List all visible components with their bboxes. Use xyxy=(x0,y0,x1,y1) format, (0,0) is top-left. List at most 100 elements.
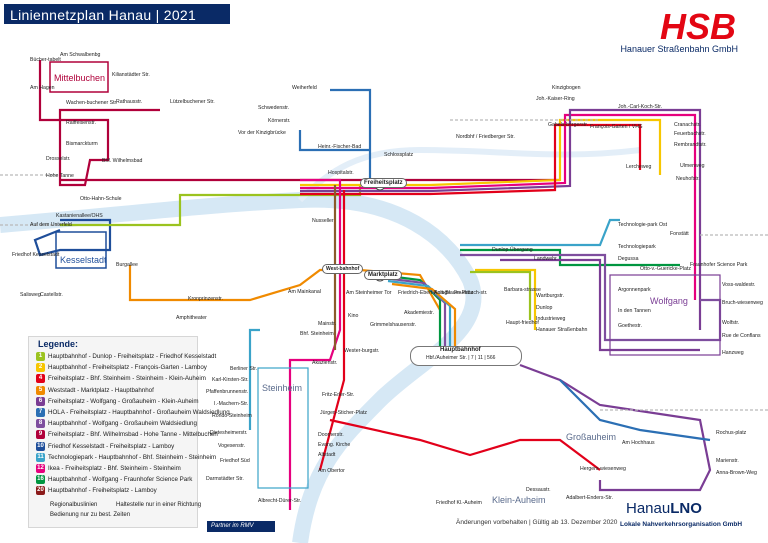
station-dietesheimer: Dietesheimerstr. xyxy=(210,430,248,436)
station-nordbhf: Nordbhf / Friedberger Str. xyxy=(456,134,515,140)
legend-row-text: Hauptbahnhof - Freiheitsplatz - François… xyxy=(48,364,207,372)
area-label-kleinauheim: Klein-Auheim xyxy=(492,495,546,505)
station-salisweg: Salisweg xyxy=(20,292,41,298)
legend-row-text: Friedhof Kesselstadt - Freiheitsplatz - … xyxy=(48,442,175,450)
line-badge: 2 xyxy=(36,363,45,373)
hub-hauptbahnhof: Hauptbahnhof xyxy=(440,347,481,353)
legend-row-text: Hauptbahnhof - Wolfgang - Fraunhofer Sci… xyxy=(48,476,193,484)
line-1-east xyxy=(470,270,532,320)
station-dunlopueb: Dunlop Übergang xyxy=(492,247,533,253)
line-4-kl xyxy=(329,418,601,471)
station-dunlop: Dunlop xyxy=(536,305,553,311)
station-marienstr: Marienstr. xyxy=(716,458,739,464)
station-friedhofk: Friedhof Kesselstadt xyxy=(12,252,60,258)
station-imachern: I.-Machern-Str. xyxy=(214,401,249,407)
hub-freiheitsplatz: Freiheitsplatz xyxy=(360,178,407,188)
station-pfaffenbrunnen: Pfaffenbrunnenstr. xyxy=(206,389,249,395)
area-label-kesselstadt: Kesselstadt xyxy=(60,255,107,265)
legend-row-text: Ikea - Freiheitsplatz - Bhf. Steinheim -… xyxy=(48,465,181,473)
station-ulmenweg: Ulmenweg xyxy=(680,163,705,169)
legend-row-text: Freiheitsplatz - Bhf. Wilhelmsbad - Hohe… xyxy=(48,431,218,439)
station-hanzweg: Hanzweg xyxy=(722,350,744,356)
line-badge: 11 xyxy=(36,452,45,462)
station-adalbert: Adalbert-Enders-Str. xyxy=(566,495,613,501)
station-ruede: Rue de Conflans xyxy=(722,333,761,339)
station-amobertor: Am Obertor xyxy=(318,468,345,474)
legend-row-text: Freiheitsplatz - Bhf. Steinheim - Steinh… xyxy=(48,375,206,383)
station-ammainkanal: Am Mainkanal xyxy=(288,289,321,295)
line-6-south xyxy=(519,363,712,492)
area-label-wolfgang: Wolfgang xyxy=(650,296,688,306)
legend-row-text: Freiheitsplatz - Wolfgang - Großauheim -… xyxy=(48,397,199,405)
rmv-partner-logo: Partner im RMV xyxy=(207,521,275,532)
line-4-south xyxy=(318,190,346,471)
regional-lines xyxy=(0,119,768,411)
legend-panel xyxy=(28,336,198,528)
line-7 xyxy=(330,88,372,180)
trunk-purple xyxy=(300,108,702,330)
hub-marktplatz: Marktplatz xyxy=(364,270,402,280)
station-rembrandt: Rembrandtstr. xyxy=(674,142,707,148)
station-akaziestr: Akazienstr. xyxy=(312,360,338,366)
validity-note: Änderungen vorbehalten | Gültig ab 13. D… xyxy=(456,519,618,526)
river-kinzig xyxy=(297,146,641,203)
station-heinrich: Heinr.-Fischer-Bad xyxy=(318,144,362,150)
line-badge: 4 xyxy=(36,374,45,384)
line-badge: 12 xyxy=(36,464,45,473)
map-title: Liniennetzplan Hanau | 2021 xyxy=(10,7,197,23)
station-aufdem: Auf dem Unterfeld xyxy=(30,222,72,228)
station-altstadt: Altstadt xyxy=(318,452,336,458)
station-evkirche: Evang. Kirche xyxy=(318,442,351,448)
station-albrecht: Albrecht-Dürer-Str. xyxy=(258,498,302,504)
legend-row-text: HOLA - Freiheitsplatz - Hauptbahnhof - G… xyxy=(48,409,230,417)
station-bismarck: Bismarckturm xyxy=(66,141,98,147)
station-gabels: Gabels-bergerstr. xyxy=(548,122,589,128)
area-label-steinheim: Steinheim xyxy=(262,383,303,393)
station-castellstr: Castellstr. xyxy=(40,292,63,298)
hsb-subtitle: Hanauer Straßenbahn GmbH xyxy=(620,44,738,54)
station-berliner: Berliner Str. xyxy=(230,366,258,372)
station-luetzel: Lützelbuchener Str. xyxy=(170,99,215,105)
station-burgallee: Burgallee xyxy=(116,262,138,268)
line-badge: 8 xyxy=(36,419,45,429)
station-friedrichebert: Friedrich-Ebert-Anlage xyxy=(398,290,451,296)
station-hospitalstr: Hospitalstr. xyxy=(328,170,354,176)
station-kinzigbogen: Kinzigbogen xyxy=(552,85,581,91)
area-label-grossauheim: Großauheim xyxy=(566,432,617,442)
station-indentannen: In den Tannen xyxy=(618,308,651,314)
station-vorderkinzig: Vor der Kinzigbrücke xyxy=(238,130,286,136)
legend-service-note: Bedienung nur zu best. Zeiten xyxy=(50,512,131,518)
station-nusseller: Nusseller xyxy=(312,218,334,224)
station-kino: Kino xyxy=(348,313,359,319)
line-badge: 1 xyxy=(36,352,45,361)
area-mittelbuchen xyxy=(49,61,109,93)
station-steinheimbhf: Bhf. Steinheim xyxy=(300,331,334,337)
station-industrieweg: Industrieweg xyxy=(536,316,566,322)
legend-row-text: Hauptbahnhof - Wolfgang - Großauheim Wal… xyxy=(48,420,197,428)
station-mainstr: Mainstr. xyxy=(318,321,337,327)
legend-title: Legende: xyxy=(38,339,79,349)
station-kastanien: Kastanienallee/OHS xyxy=(56,213,103,219)
station-schlossplatz: Schlossplatz xyxy=(384,152,414,158)
station-rondo: Rondo Steinheim xyxy=(212,413,252,419)
station-argonner: Argonnenpark xyxy=(618,287,651,293)
area-kesselstadt xyxy=(55,231,107,269)
station-feuerbach: Feuerbachstr. xyxy=(674,131,706,137)
line-8 xyxy=(460,253,722,342)
station-technopark: Technologiepark xyxy=(618,244,656,250)
station-wilhelmsbad: Bhf. Wilhelmsbad xyxy=(102,158,143,164)
station-vosswald: Voss-waldestr. xyxy=(722,282,756,288)
station-kurtblaum: Kurt-Blaum-Platz xyxy=(434,290,474,296)
line-badge: 10 xyxy=(36,441,45,451)
hub-hauptbahnhof-stops: Hbf./Auheimer Str. | 7 | 11 | 566 xyxy=(426,355,496,361)
station-drosselstr: Drosselstr. xyxy=(46,156,71,162)
station-amhagen: Am Hagen xyxy=(30,85,55,91)
station-neuhofstr: Neuhofstr. xyxy=(676,176,700,182)
legend-regional: Regionalbuslinien xyxy=(50,502,98,508)
line-7-south xyxy=(559,379,711,442)
legend-row-text: Hauptbahnhof - Freiheitsplatz - Lamboy xyxy=(48,487,157,495)
